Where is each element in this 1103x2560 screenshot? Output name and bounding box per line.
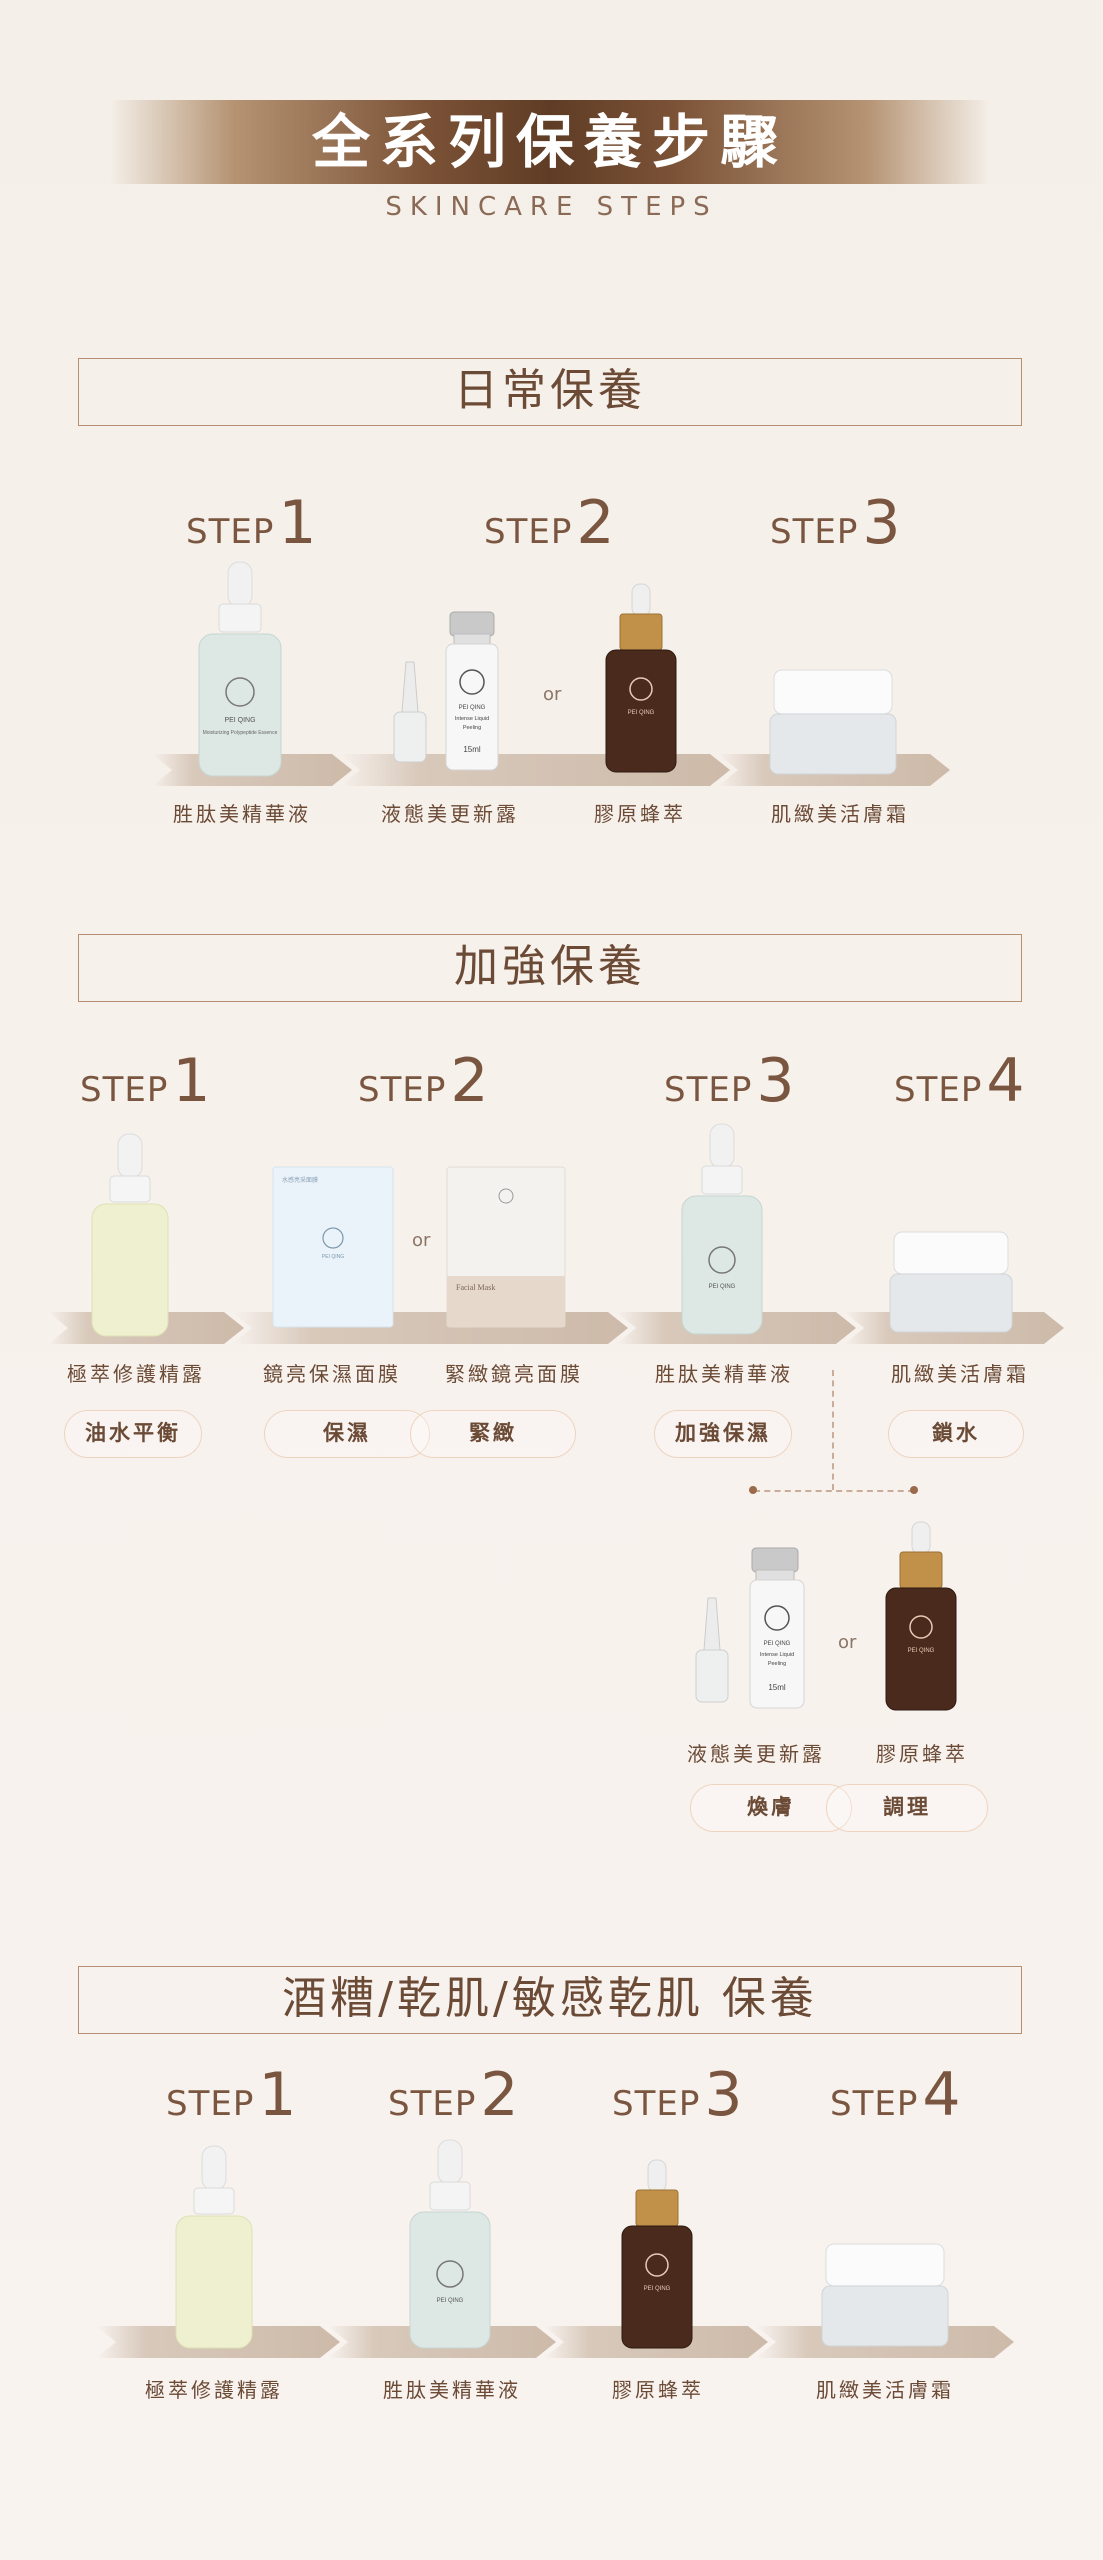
step-label: STEP3 xyxy=(770,488,901,558)
product-name: 極萃修護精露 xyxy=(145,2378,283,2402)
product-name: 膠原蜂萃 xyxy=(876,1742,968,1766)
section-title-daily: 日常保養 xyxy=(78,358,1022,426)
product-name: 極萃修護精露 xyxy=(67,1362,205,1386)
or-separator: or xyxy=(838,1632,857,1653)
amber-bottle-icon: PEI QING xyxy=(621,2159,693,2349)
benefit-pill: 保濕 xyxy=(264,1410,430,1458)
svg-text:Intense Liquid: Intense Liquid xyxy=(455,716,489,722)
svg-text:PEI QING: PEI QING xyxy=(908,1648,935,1654)
connector-dot xyxy=(910,1486,918,1494)
step-label: STEP4 xyxy=(894,1046,1025,1116)
peel-vial-icon: PEI QING Intense Liquid Peeling 15ml xyxy=(695,1547,805,1709)
section-title-sensitive: 酒糟/乾肌/敏感乾肌 保養 xyxy=(78,1966,1022,2034)
svg-text:15ml: 15ml xyxy=(768,1683,786,1692)
cream-jar-icon xyxy=(769,669,897,775)
connector-dot xyxy=(749,1486,757,1494)
product-name: 液態美更新露 xyxy=(381,802,519,826)
step-label: STEP1 xyxy=(166,2060,297,2130)
peel-vial-icon: PEI QING Intense Liquid Peeling 15ml xyxy=(393,611,499,771)
facial-mask-beige-icon: Facial Mask xyxy=(446,1166,566,1328)
page-title: 全系列保養步驟 xyxy=(311,108,788,176)
connector-line xyxy=(754,1490,914,1492)
benefit-pill: 鎖水 xyxy=(888,1410,1024,1458)
svg-text:PEI QING: PEI QING xyxy=(644,2286,671,2292)
step-label: STEP1 xyxy=(186,488,317,558)
product-name: 緊緻鏡亮面膜 xyxy=(445,1362,583,1386)
product-name: 肌緻美活膚霜 xyxy=(816,2378,954,2402)
cream-jar-icon xyxy=(889,1231,1013,1333)
product-name: 膠原蜂萃 xyxy=(612,2378,704,2402)
product-name: 胜肽美精華液 xyxy=(655,1362,793,1386)
serum-bottle-yellow-icon xyxy=(91,1133,169,1337)
amber-bottle-icon: PEI QING xyxy=(885,1521,957,1711)
benefit-pill: 緊緻 xyxy=(410,1410,576,1458)
serum-bottle-yellow-icon xyxy=(175,2145,253,2349)
svg-text:PEI QING: PEI QING xyxy=(224,717,255,724)
product-name: 膠原蜂萃 xyxy=(594,802,686,826)
svg-text:Peeling: Peeling xyxy=(463,725,481,731)
svg-text:Peeling: Peeling xyxy=(768,1661,786,1667)
cream-jar-icon xyxy=(821,2243,949,2347)
facial-mask-blue-icon: 水感亮采面膜 PEI QING xyxy=(272,1166,394,1328)
serum-bottle-clear-icon: PEI QING xyxy=(681,1123,763,1335)
step-label: STEP1 xyxy=(80,1046,211,1116)
svg-text:PEI QING: PEI QING xyxy=(437,2298,464,2304)
svg-text:PEI QING: PEI QING xyxy=(322,1254,344,1260)
svg-text:Moisturizing Polypeptide Essen: Moisturizing Polypeptide Essence xyxy=(203,730,278,736)
svg-text:PEI QING: PEI QING xyxy=(628,710,655,716)
product-name: 鏡亮保濕面膜 xyxy=(263,1362,401,1386)
connector-line xyxy=(832,1370,834,1490)
benefit-pill: 油水平衡 xyxy=(64,1410,202,1458)
step-label: STEP2 xyxy=(388,2060,519,2130)
product-name: 肌緻美活膚霜 xyxy=(891,1362,1029,1386)
section-title-intensive: 加強保養 xyxy=(78,934,1022,1002)
product-name: 胜肽美精華液 xyxy=(173,802,311,826)
svg-text:PEI QING: PEI QING xyxy=(709,1284,736,1290)
header-band xyxy=(110,100,990,184)
page-subtitle: SKINCARE STEPS xyxy=(385,192,718,222)
benefit-pill: 加強保濕 xyxy=(654,1410,792,1458)
svg-text:PEI QING: PEI QING xyxy=(459,705,486,711)
benefit-pill: 煥膚 xyxy=(690,1784,852,1832)
svg-text:PEI QING: PEI QING xyxy=(764,1641,791,1647)
step-label: STEP2 xyxy=(484,488,615,558)
svg-text:Facial Mask: Facial Mask xyxy=(456,1283,495,1292)
amber-bottle-icon: PEI QING xyxy=(605,583,677,773)
step-label: STEP2 xyxy=(358,1046,489,1116)
step-label: STEP3 xyxy=(664,1046,795,1116)
product-name: 液態美更新露 xyxy=(687,1742,825,1766)
serum-bottle-clear-icon: PEI QING xyxy=(409,2139,491,2349)
step-label: STEP4 xyxy=(830,2060,961,2130)
benefit-pill: 調理 xyxy=(826,1784,988,1832)
svg-text:15ml: 15ml xyxy=(463,745,481,754)
or-separator: or xyxy=(543,684,562,705)
product-name: 胜肽美精華液 xyxy=(383,2378,521,2402)
or-separator: or xyxy=(412,1230,431,1251)
svg-text:水感亮采面膜: 水感亮采面膜 xyxy=(282,1176,318,1184)
product-name: 肌緻美活膚霜 xyxy=(771,802,909,826)
step-label: STEP3 xyxy=(612,2060,743,2130)
serum-bottle-clear-icon: PEI QING Moisturizing Polypeptide Essenc… xyxy=(198,561,282,777)
svg-text:Intense Liquid: Intense Liquid xyxy=(760,1652,794,1658)
